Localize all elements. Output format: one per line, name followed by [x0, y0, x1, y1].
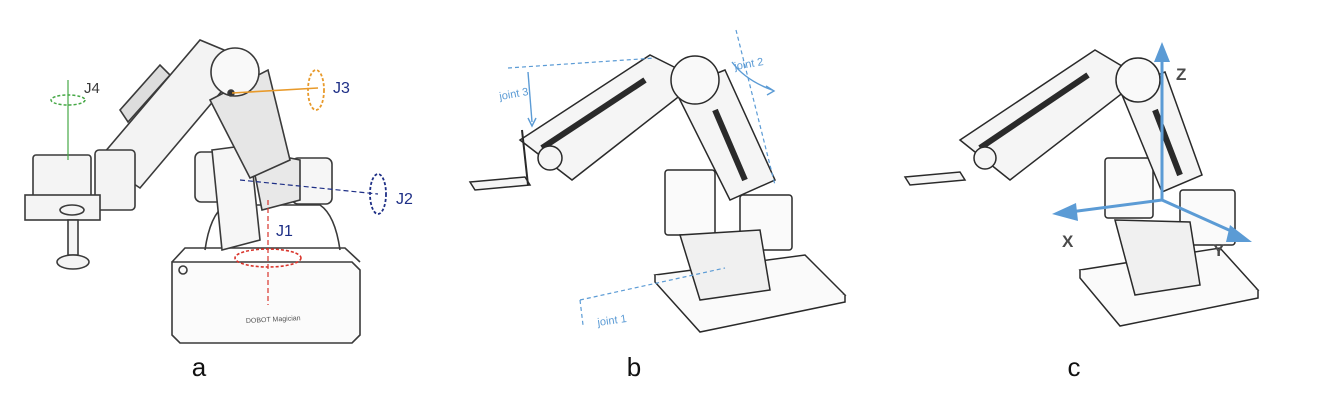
- end-effector: [24, 154, 101, 270]
- joint-angle-guides: [507, 29, 776, 326]
- j2-label: J2: [396, 191, 413, 208]
- axis-x-label: X: [1062, 232, 1074, 251]
- joint2-label: joint 2: [732, 56, 764, 73]
- joint-j4-axis: J4: [50, 80, 100, 160]
- panel-a: DOBOT Magician J4 J3 J2: [0, 0, 430, 408]
- arm-links: [94, 39, 291, 211]
- caption-a: a: [191, 352, 207, 382]
- j4-label: J4: [84, 80, 100, 97]
- robot-base: [1078, 157, 1260, 327]
- joint-angle-arrows: [527, 61, 776, 128]
- j1-label: J1: [276, 223, 293, 240]
- robot-base: DOBOT Magician: [171, 204, 361, 344]
- j3-label: J3: [333, 80, 350, 97]
- brand-label: DOBOT Magician: [246, 315, 301, 325]
- joint-j2-axis: J2: [239, 173, 413, 215]
- caption-c: c: [1067, 352, 1081, 382]
- arm-links: [903, 49, 1203, 193]
- axis-z-label: Z: [1176, 65, 1186, 84]
- joint-j3-axis: J3: [231, 69, 350, 111]
- panel-c: X Y Z c: [880, 0, 1310, 408]
- panel-b: joint 1 joint 2 joint 3 b: [440, 0, 870, 408]
- joint3-label: joint 3: [497, 86, 529, 103]
- robot-arm-joints-illustration: DOBOT Magician J4 J3 J2: [24, 39, 413, 344]
- robot-arm-joint-angles-illustration: joint 1 joint 2 joint 3: [468, 29, 847, 333]
- joint1-label: joint 1: [596, 313, 628, 329]
- caption-b: b: [626, 352, 642, 382]
- axis-y-label: Y: [1213, 241, 1225, 260]
- arm-links: [468, 54, 776, 201]
- robot-base: [653, 169, 847, 333]
- joint-j1-axis: J1: [234, 200, 302, 305]
- robot-arm-coordinate-frame-illustration: X Y Z: [903, 42, 1260, 327]
- coordinate-axes: [1052, 42, 1252, 242]
